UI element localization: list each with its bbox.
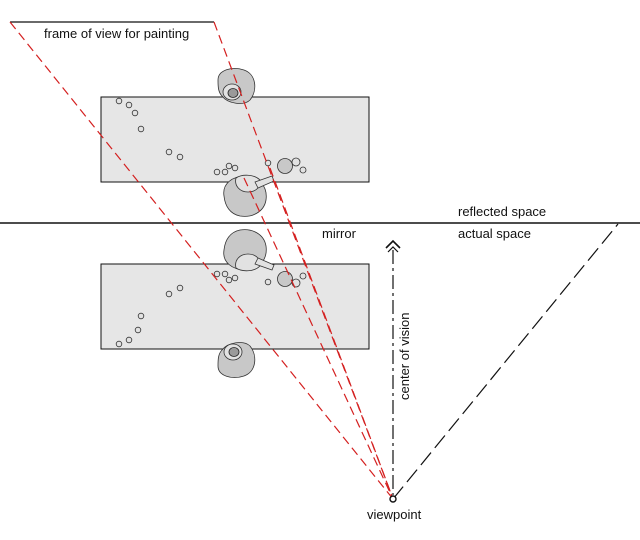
sightlines (9, 21, 394, 500)
sightline-mid (243, 177, 394, 500)
viewpoint-marker (389, 495, 397, 503)
ball (176, 284, 184, 292)
ball (137, 312, 145, 320)
viewpoint-label: viewpoint (367, 507, 422, 522)
ball (131, 109, 139, 117)
reflected-balls (115, 97, 307, 176)
right-boundary-line (392, 223, 619, 500)
frame-of-view-label: frame of view for painting (44, 26, 189, 41)
actual-balls (115, 270, 307, 348)
ball (115, 97, 123, 105)
ball (299, 166, 307, 174)
ball (213, 270, 221, 278)
ball (221, 168, 229, 176)
ball (115, 340, 123, 348)
ball (165, 148, 173, 156)
center-of-vision-arrow-inner (387, 246, 399, 253)
ball (221, 270, 229, 278)
ball (176, 153, 184, 161)
reflected-space-label: reflected space (458, 204, 546, 219)
actual-space-label: actual space (458, 226, 531, 241)
ball (299, 272, 307, 280)
reflected-figure-bottom (223, 174, 275, 217)
ball (125, 101, 133, 109)
ball (213, 168, 221, 176)
ball (225, 276, 233, 284)
reflected-table-group (100, 68, 370, 217)
ball (291, 157, 301, 167)
mirror-label: mirror (322, 226, 357, 241)
ball (165, 290, 173, 298)
ball (264, 159, 272, 167)
ball (231, 164, 239, 172)
ball (125, 336, 133, 344)
actual-table-group (100, 229, 370, 378)
sightline-cue (269, 167, 394, 500)
reflected-figure-top (217, 68, 256, 104)
center-of-vision-arrow (385, 239, 401, 249)
center-of-vision-label: center of vision (397, 313, 412, 400)
ball (277, 158, 293, 174)
ball (231, 274, 239, 282)
actual-figure-bottom (217, 342, 256, 378)
actual-figure-top (223, 229, 275, 272)
ball (134, 326, 142, 334)
ball (225, 162, 233, 170)
ball (264, 278, 272, 286)
sightline-outer (9, 21, 394, 500)
ball (137, 125, 145, 133)
ball (277, 271, 293, 287)
